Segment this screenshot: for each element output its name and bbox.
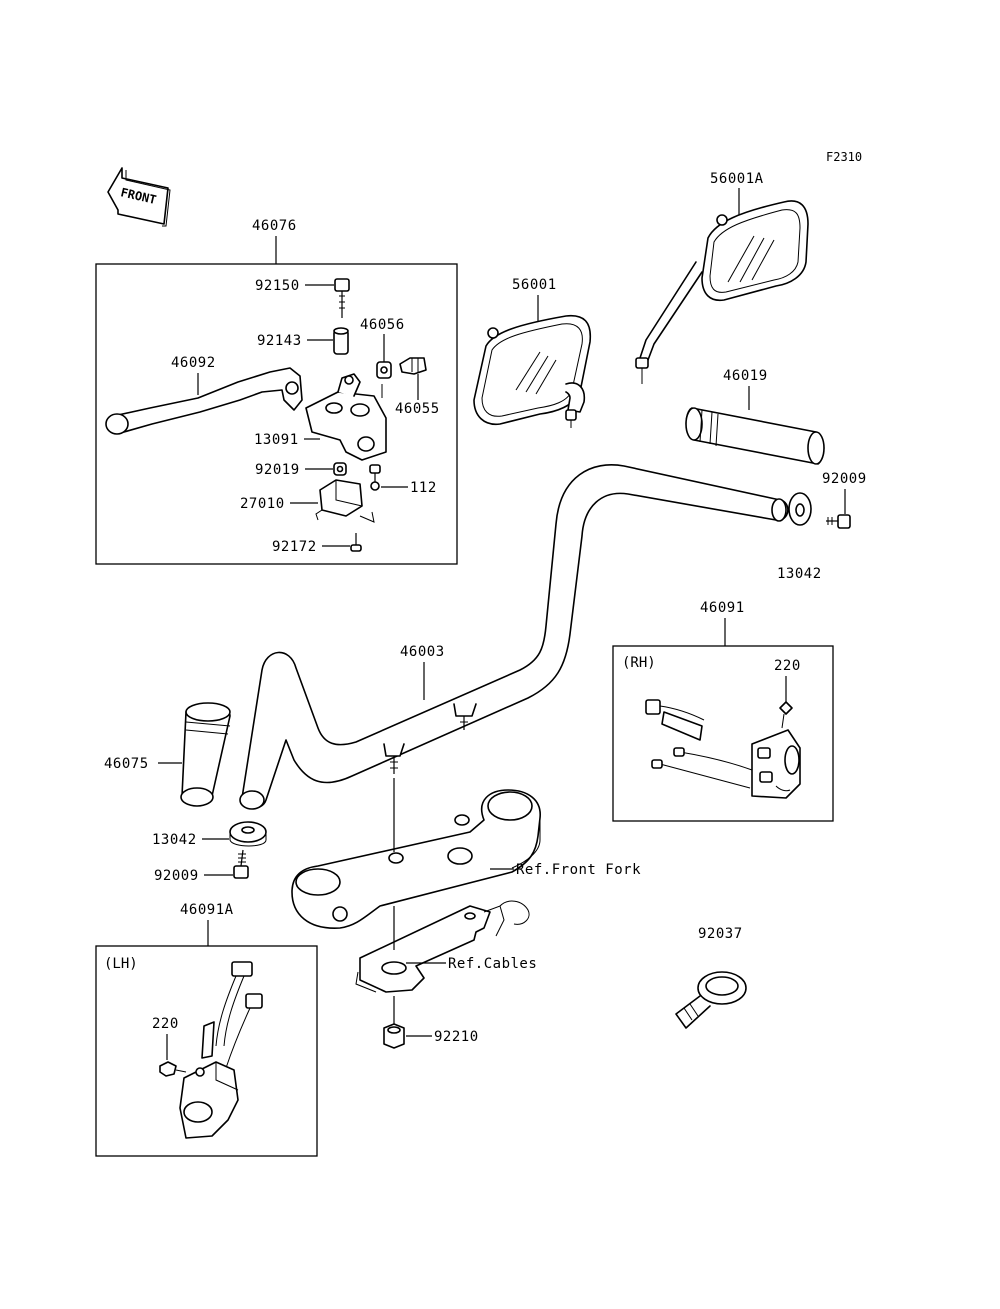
collar-92143-icon	[333, 327, 349, 355]
mirror-56001A-icon	[635, 200, 809, 384]
label-92009-left: 92009	[154, 868, 199, 884]
label-13091: 13091	[254, 432, 299, 448]
label-46076: 46076	[252, 218, 297, 234]
lever-46092-icon	[105, 367, 303, 435]
label-92019: 92019	[255, 462, 300, 478]
screw-92172-icon	[350, 533, 362, 552]
switch-rh-46091-icon	[645, 699, 801, 799]
switch-rh-side: (RH)	[622, 655, 656, 671]
label-92009-right: 92009	[822, 471, 867, 487]
clamp-92037-icon	[675, 971, 747, 1029]
label-56001: 56001	[512, 277, 557, 293]
label-92037: 92037	[698, 926, 743, 942]
switch-lh-46091A-icon	[159, 961, 263, 1139]
label-92210: 92210	[434, 1029, 479, 1045]
weight-13042-left-icon	[229, 821, 267, 847]
handlebar-46003-icon	[239, 464, 789, 810]
stop-switch-27010-icon	[315, 479, 375, 523]
label-13042-right: 13042	[777, 566, 822, 582]
nut-46056-icon	[376, 361, 392, 379]
label-ref-front-fork: Ref.Front Fork	[516, 862, 641, 878]
switch-rh-box	[612, 645, 834, 822]
label-220-lh: 220	[152, 1016, 179, 1032]
label-13042-left: 13042	[152, 832, 197, 848]
label-ref-cables: Ref.Cables	[448, 956, 537, 972]
label-46056: 46056	[360, 317, 405, 333]
label-46075: 46075	[104, 756, 149, 772]
front-arrow-icon: FRONT	[107, 167, 171, 227]
label-112: 112	[410, 480, 437, 496]
bolt-92009-left-icon	[233, 849, 249, 879]
adjuster-46055-icon	[399, 357, 427, 375]
lever-holder-13091-icon	[305, 373, 387, 461]
switch-lh-side: (LH)	[104, 956, 138, 972]
upper-bracket-icon	[291, 789, 541, 929]
label-46091: 46091	[700, 600, 745, 616]
label-92172: 92172	[272, 539, 317, 555]
figure-code: F2310	[826, 150, 862, 164]
label-220-rh: 220	[774, 658, 801, 674]
label-46091A: 46091A	[180, 902, 234, 918]
mirror-56001-icon	[473, 314, 592, 428]
grip-46019-icon	[685, 407, 825, 465]
label-92143: 92143	[257, 333, 302, 349]
bolt-92150-icon	[334, 278, 350, 318]
label-27010: 27010	[240, 496, 285, 512]
lever-assembly-box	[95, 263, 458, 565]
switch-lh-box	[95, 945, 318, 1157]
label-46003: 46003	[400, 644, 445, 660]
label-46019: 46019	[723, 368, 768, 384]
cable-bracket-icon	[355, 900, 530, 993]
bolt-92009-right-icon	[826, 514, 851, 529]
nut-92019-icon	[333, 462, 347, 476]
grip-46075-icon	[180, 702, 231, 807]
label-92150: 92150	[255, 278, 300, 294]
label-56001A: 56001A	[710, 171, 764, 187]
label-46055: 46055	[395, 401, 440, 417]
nut-92210-icon	[383, 1023, 405, 1049]
weight-13042-right-icon	[788, 492, 812, 526]
label-46092: 46092	[171, 355, 216, 371]
screw-112-icon	[369, 464, 381, 491]
